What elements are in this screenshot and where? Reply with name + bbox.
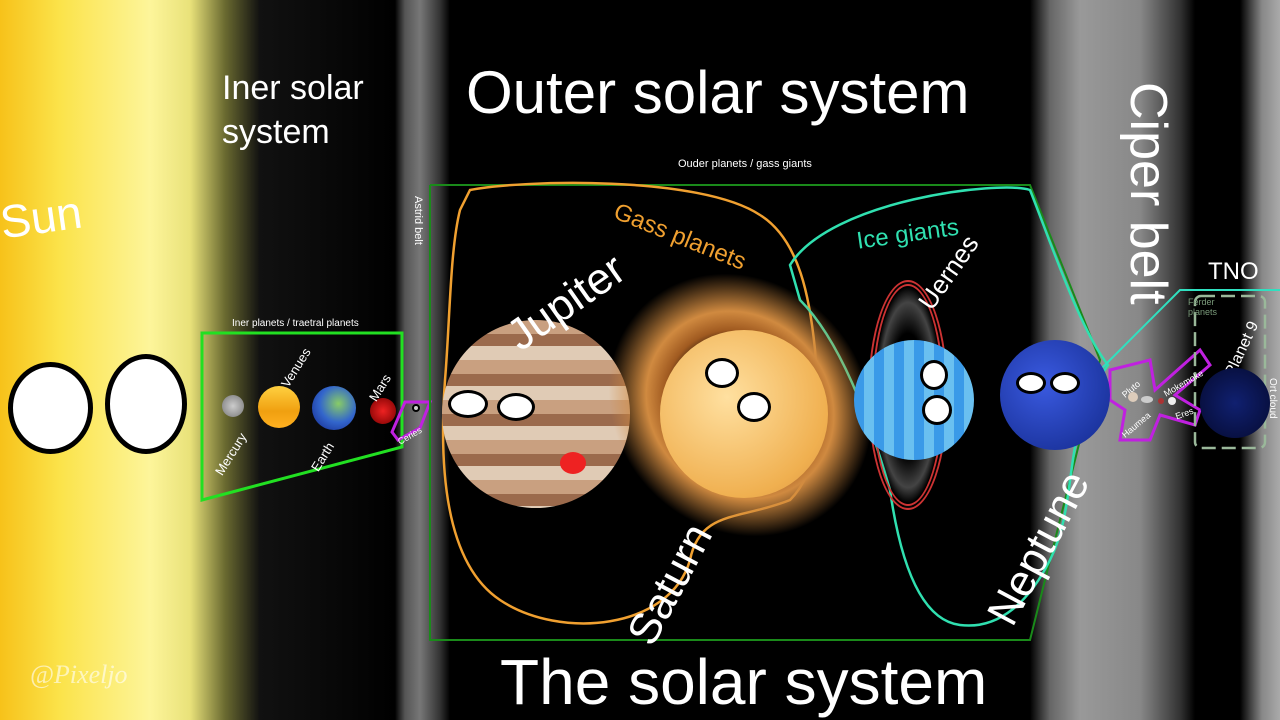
tno-label: TNO	[1208, 258, 1259, 285]
outer-planets-outline	[429, 184, 1102, 641]
sun-eye-left	[8, 362, 93, 454]
neptune	[1000, 340, 1110, 450]
dwarf-planets-outline	[1108, 347, 1212, 442]
ceres	[412, 404, 420, 412]
further-planets-label: Ferder planets	[1188, 297, 1218, 317]
kuiper-belt-label: Ciper belt	[1119, 82, 1177, 305]
inner-planets-label: Iner planets / traetral planets	[232, 318, 359, 329]
makemake	[1158, 398, 1164, 404]
jupiter-red-spot	[560, 452, 586, 474]
sun-eye-right	[105, 354, 187, 454]
earth	[312, 386, 356, 430]
uranus	[854, 340, 974, 460]
ceres-outline	[390, 400, 433, 442]
mars	[370, 398, 396, 424]
pluto	[1128, 392, 1138, 402]
main-title: The solar system	[500, 646, 988, 718]
eris	[1168, 397, 1176, 405]
tno-outline	[1099, 289, 1280, 371]
venus	[258, 386, 300, 428]
neptune-eye	[1016, 372, 1046, 394]
asteroid-belt-label: Astrid belt	[412, 196, 424, 245]
haumea	[1141, 396, 1153, 403]
uranus-eye	[920, 360, 948, 390]
watermark: @Pixeljo	[30, 660, 128, 689]
saturn-eye	[737, 392, 771, 422]
mercury	[222, 395, 244, 417]
saturn-eye	[705, 358, 739, 388]
uranus-eye	[922, 395, 952, 425]
neptune-eye	[1050, 372, 1080, 394]
inner-planets-outline	[200, 331, 404, 502]
jupiter-eye	[497, 393, 535, 421]
planet9	[1200, 368, 1270, 438]
planet9-outline	[1193, 294, 1267, 450]
outer-title: Outer solar system	[466, 59, 970, 126]
oort-cloud-label: Ort cloud	[1267, 378, 1278, 419]
jupiter-eye	[448, 390, 488, 418]
sun-label: Sun	[0, 185, 86, 249]
outer-planets-label: Ouder planets / gass giants	[678, 158, 812, 170]
inner-title: Iner solar system	[222, 69, 364, 151]
